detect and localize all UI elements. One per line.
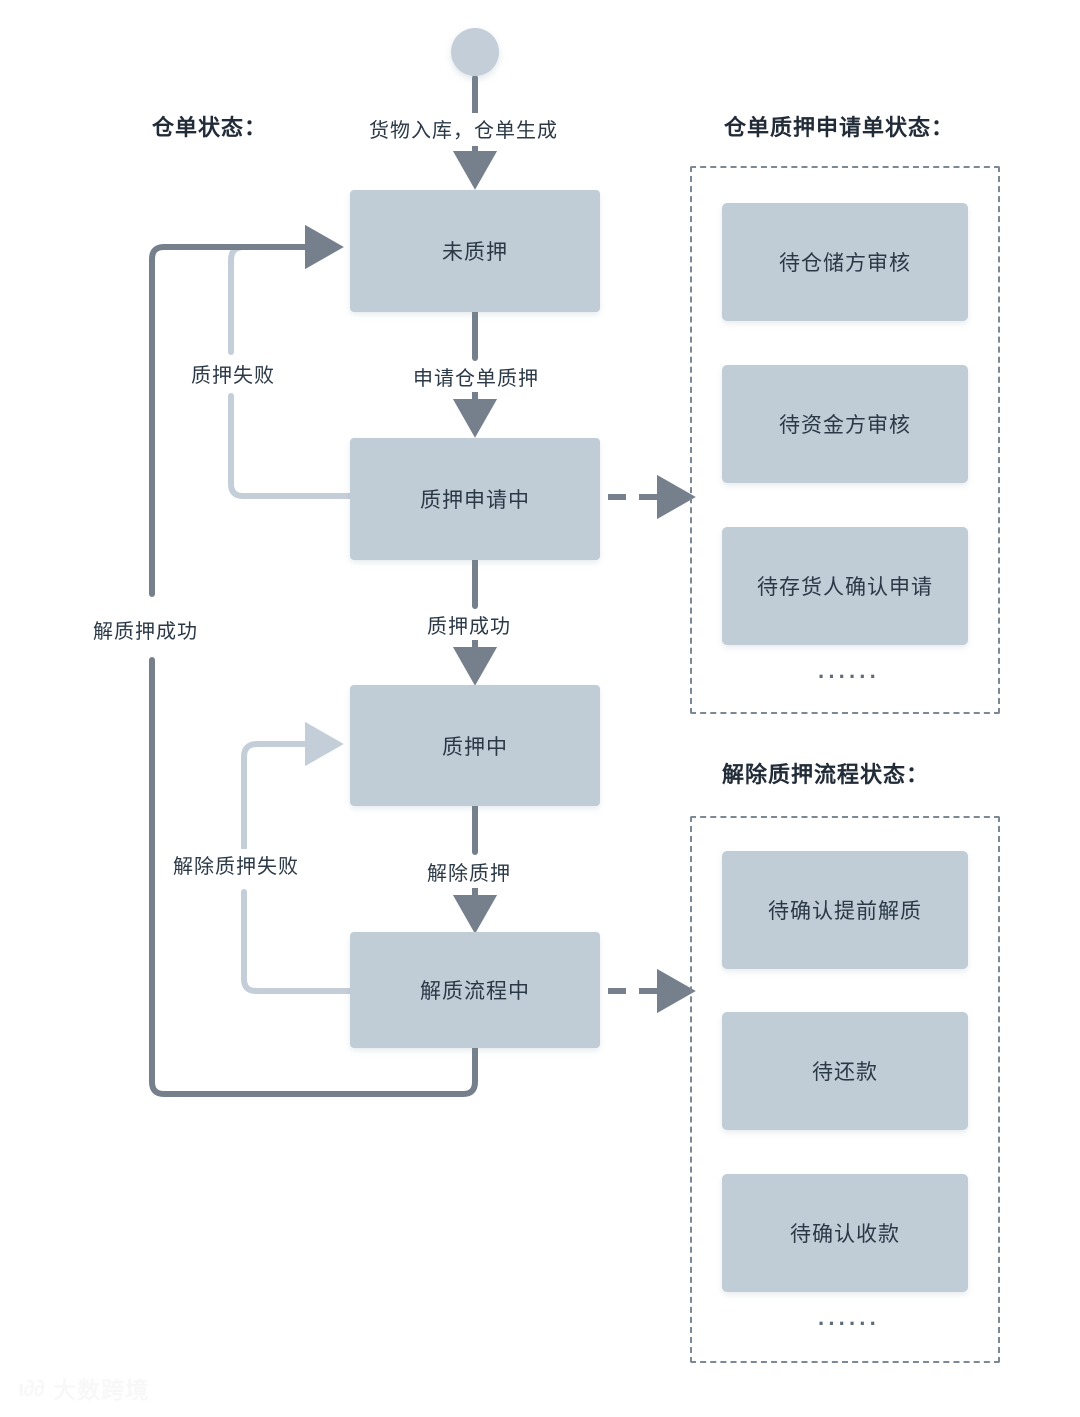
- panel-item-pending-warehouse-review[interactable]: 待仓储方审核: [722, 203, 968, 321]
- watermark-logo-icon: ι∂∂: [18, 1374, 45, 1401]
- node-releasing[interactable]: 解质流程中: [350, 932, 600, 1048]
- edge-label-release-success: 解质押成功: [88, 614, 203, 645]
- edge-label-release-pledge: 解除质押: [422, 856, 516, 887]
- watermark-text: 大数跨境: [53, 1377, 150, 1403]
- title-pledge-application-state: 仓单质押申请单状态：: [724, 115, 955, 140]
- edge-label-release-failed: 解除质押失败: [168, 849, 304, 880]
- panel-item-pending-funder-review[interactable]: 待资金方审核: [722, 365, 968, 483]
- panel-item-pending-early-release-confirm[interactable]: 待确认提前解质: [722, 851, 968, 969]
- pledge-application-panel-more: ······: [818, 664, 880, 689]
- edge-label-apply-pledge: 申请仓单质押: [408, 361, 544, 392]
- node-not-pledged[interactable]: 未质押: [350, 190, 600, 312]
- panel-item-pending-repayment[interactable]: 待还款: [722, 1012, 968, 1130]
- pledge-application-panel: [690, 166, 1000, 714]
- panel-item-pending-receipt-confirm[interactable]: 待确认收款: [722, 1174, 968, 1292]
- title-release-pledge-state: 解除质押流程状态：: [722, 762, 930, 787]
- watermark: ι∂∂ 大数跨境: [18, 1371, 149, 1405]
- release-pledge-panel-more: ······: [818, 1311, 880, 1336]
- title-warehouse-state: 仓单状态：: [152, 115, 268, 140]
- panel-item-pending-depositor-confirm[interactable]: 待存货人确认申请: [722, 527, 968, 645]
- node-pledge-applying[interactable]: 质押申请中: [350, 438, 600, 560]
- edge-label-goods-inbound: 货物入库，仓单生成: [364, 113, 563, 144]
- node-pledged[interactable]: 质押中: [350, 685, 600, 806]
- release-pledge-panel: [690, 816, 1000, 1363]
- start-circle: [451, 28, 499, 76]
- edge-label-pledge-failed: 质押失败: [186, 358, 280, 389]
- edge-label-pledge-success: 质押成功: [422, 609, 516, 640]
